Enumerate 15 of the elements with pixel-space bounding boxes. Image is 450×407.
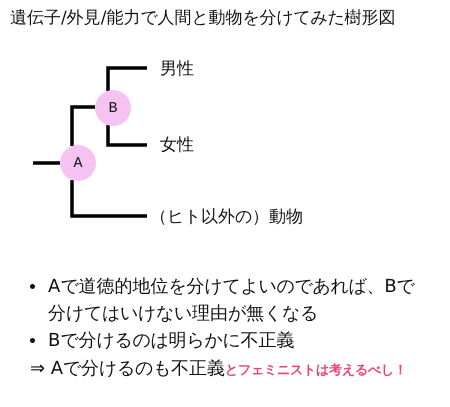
tree-branch-line — [106, 66, 147, 91]
bullet-text: Bで分けるのは明らかに不正義 — [48, 329, 296, 353]
leaf-label: 女性 — [160, 135, 194, 155]
bullet-text: Aで道徳的地位を分けてよいのであれば、Bで分けてはいけない理由が無くなる — [48, 275, 416, 326]
conclusion-text: ⇒ Aで分けるのも不正義 — [30, 358, 226, 379]
leaf-label: 男性 — [160, 59, 194, 79]
branch-point-circle: A — [60, 145, 96, 181]
title: 遺伝子/外見/能力で人間と動物を分けてみた樹形図 — [10, 7, 396, 29]
tree-branch-line — [106, 125, 147, 147]
tree-branch-line — [33, 161, 60, 165]
branch-point-circle: B — [95, 90, 131, 126]
tree-branch-line — [70, 105, 95, 146]
emphasis-note: とフェミニストは考えるべし！ — [225, 363, 408, 378]
tree-branch-line — [70, 180, 147, 218]
leaf-label: （ヒト以外の）動物 — [150, 207, 303, 227]
